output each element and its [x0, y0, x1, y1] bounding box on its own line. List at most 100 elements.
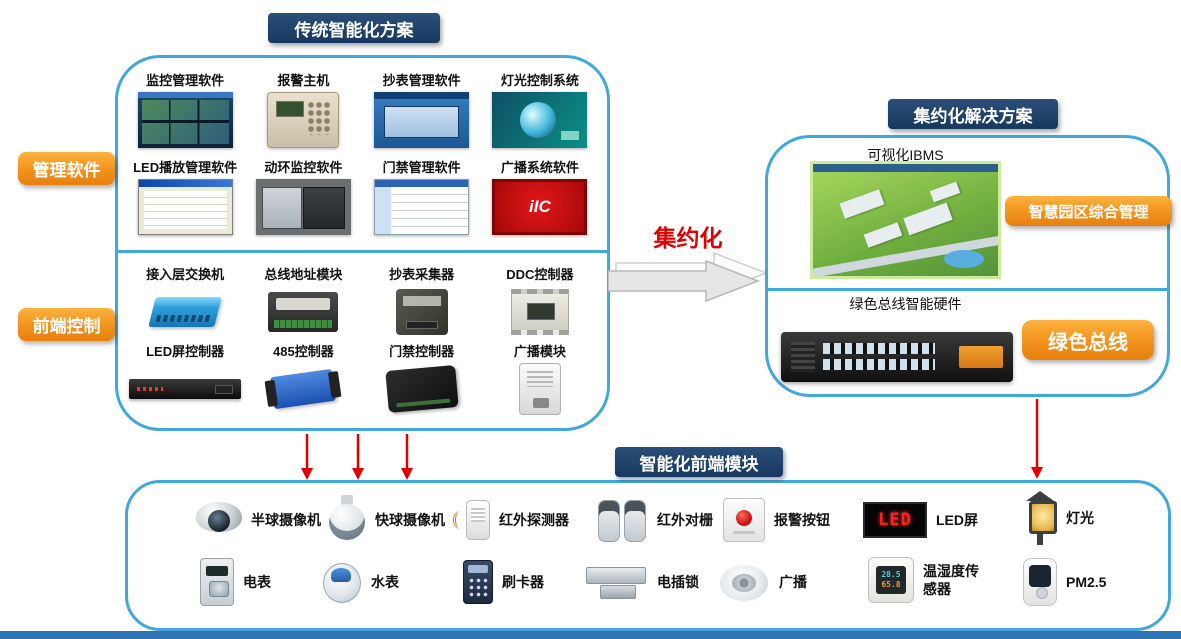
access-switch-image	[148, 297, 222, 327]
temp-value: 28.5	[881, 569, 901, 579]
device-label: LED屏	[936, 512, 978, 528]
pm25-monitor-icon	[1023, 558, 1057, 606]
traditional-solution-title: 传统智能化方案	[268, 13, 440, 43]
control-row-1: 接入层交换机 总线地址模块 抄表采集器 DDC控制器	[126, 264, 599, 339]
software-row-1: 监控管理软件 报警主机 抄表管理软件 灯光控制系统	[126, 70, 599, 149]
intensive-panel: 可视化IBMS 绿色总线智能硬件	[765, 135, 1170, 397]
alarm-button-icon	[723, 498, 765, 542]
switch-uplink-module	[959, 346, 1003, 368]
alarm-host-image	[267, 92, 340, 148]
frontend-control-badge: 前端控制	[18, 308, 115, 341]
device-item: 红外对栅	[596, 493, 713, 547]
device-label: 刷卡器	[502, 574, 544, 590]
green-bus-badge: 绿色总线	[1022, 320, 1154, 360]
device-item: 红外探测器	[453, 493, 569, 547]
controller-label: 抄表采集器	[389, 267, 455, 282]
device-item: 灯光	[1023, 491, 1094, 545]
switch-ports	[823, 343, 935, 354]
panel-divider	[768, 288, 1167, 291]
meter-collector-image	[395, 289, 448, 335]
led-controller-image	[129, 379, 242, 399]
lamp-icon	[1023, 491, 1057, 545]
bus-address-module-image	[268, 292, 339, 332]
software-label: 抄表管理软件	[382, 73, 461, 88]
controller-label: DDC控制器	[506, 267, 574, 282]
device-item: LED LED屏	[863, 493, 978, 547]
ibms-label: 可视化IBMS	[867, 147, 944, 163]
down-arrow	[352, 434, 364, 480]
frontend-modules-title: 智能化前端模块	[615, 447, 783, 477]
broadcast-software-logo: iIC	[529, 197, 551, 216]
software-item: 广播系统软件 iIC	[481, 157, 599, 236]
software-row-2: LED播放管理软件 动环监控软件 门禁管理软件 广播系统软件 iIC	[126, 157, 599, 236]
device-label: 红外探测器	[499, 512, 569, 528]
led-screen-icon: LED	[863, 502, 927, 538]
device-label: 电表	[243, 574, 271, 590]
down-arrow	[401, 434, 413, 480]
device-item: 广播	[718, 555, 807, 609]
software-label: 报警主机	[277, 73, 330, 88]
device-item: 报警按钮	[723, 493, 830, 547]
controller-item: 抄表采集器	[363, 264, 481, 339]
controller-label: LED屏控制器	[146, 344, 225, 359]
software-item: LED播放管理软件	[126, 157, 244, 236]
sensor-lcd: 28.5 65.8	[876, 566, 906, 594]
down-arrow	[301, 434, 313, 480]
ceiling-speaker-icon	[718, 559, 770, 605]
device-label: 广播	[779, 574, 807, 590]
device-item: 28.5 65.8 温湿度传感器	[868, 553, 981, 607]
traditional-panel: 监控管理软件 报警主机 抄表管理软件 灯光控制系统 LED播放管理软件	[115, 55, 610, 431]
software-label: 门禁管理软件	[382, 160, 461, 175]
controller-item: 门禁控制器	[363, 341, 481, 416]
software-label: 广播系统软件	[500, 160, 579, 175]
controller-item: 485控制器	[244, 341, 362, 416]
water-meter-icon	[320, 559, 362, 605]
controller-item: 广播模块	[481, 341, 599, 416]
smart-park-badge: 智慧园区综合管理	[1005, 196, 1172, 226]
device-item: 水表	[320, 555, 399, 609]
ibms-toolbar	[813, 164, 998, 172]
management-software-badge: 管理软件	[18, 152, 115, 185]
frontend-modules-panel: 半球摄像机 快球摄像机 红外探测器 红外对栅 报警按钮 LED LED屏 灯光	[125, 480, 1171, 631]
down-arrow	[1031, 399, 1043, 479]
software-label: 监控管理软件	[146, 73, 225, 88]
broadcast-module-image	[518, 363, 561, 415]
device-item: 刷卡器	[463, 555, 544, 609]
infrared-detector-icon	[453, 500, 490, 540]
controller-label: 广播模块	[513, 344, 566, 359]
software-item: 灯光控制系统	[481, 70, 599, 149]
light-control-image	[492, 92, 588, 148]
device-label: 红外对栅	[657, 512, 713, 528]
software-label: 动环监控软件	[264, 160, 343, 175]
green-bus-hardware-label: 绿色总线智能硬件	[849, 296, 962, 312]
device-label: 半球摄像机	[251, 512, 321, 528]
device-item: 半球摄像机	[196, 493, 321, 547]
access-controller-image	[384, 365, 459, 413]
controller-label: 接入层交换机	[146, 267, 225, 282]
device-label: 温湿度传感器	[923, 562, 979, 597]
device-item: PM2.5	[1023, 555, 1106, 609]
software-item: 门禁管理软件	[363, 157, 481, 236]
software-item: 监控管理软件	[126, 70, 244, 149]
green-bus-hardware-image	[781, 332, 1013, 382]
card-reader-icon	[463, 560, 493, 604]
bottom-accent-bar	[0, 631, 1181, 639]
humidity-value: 65.8	[881, 579, 901, 589]
panel-divider	[118, 250, 607, 253]
broadcast-software-image: iIC	[492, 179, 588, 235]
led-screen-text: LED	[878, 510, 912, 530]
software-item: 动环监控软件	[244, 157, 362, 236]
env-monitoring-software-image	[255, 179, 351, 235]
software-label: LED播放管理软件	[133, 160, 238, 175]
switch-ports	[823, 359, 935, 370]
monitoring-software-image	[137, 92, 233, 148]
device-item: 电表	[200, 555, 271, 609]
controller-item: DDC控制器	[481, 264, 599, 339]
device-label: 电插锁	[657, 574, 699, 590]
infrared-beam-icon	[596, 499, 648, 542]
electric-meter-icon	[200, 558, 234, 606]
intensification-label: 集约化	[653, 225, 723, 251]
device-item: 快球摄像机	[328, 493, 445, 547]
software-label: 灯光控制系统	[500, 73, 579, 88]
